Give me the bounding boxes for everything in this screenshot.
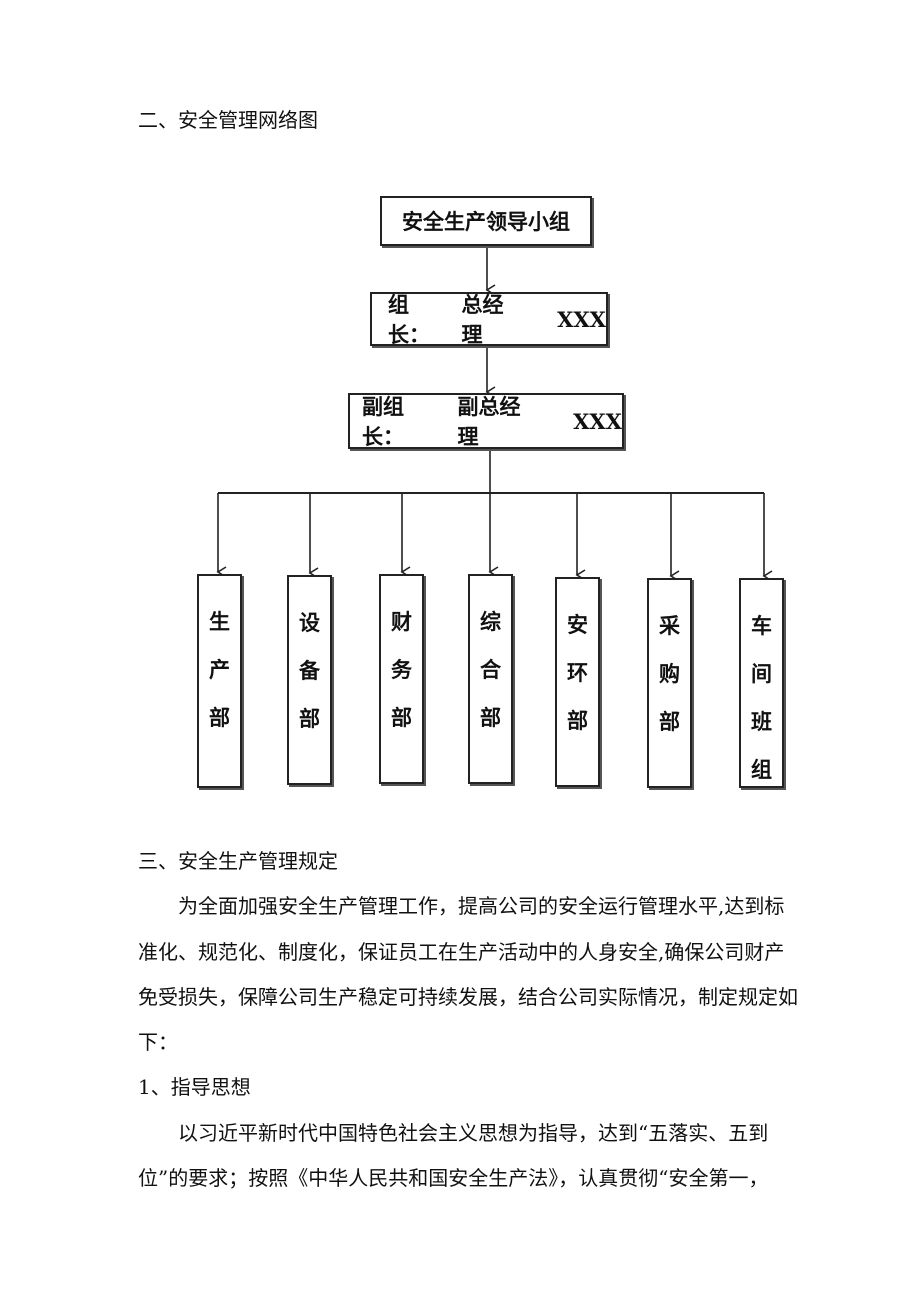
- department-box-1: 生产部: [197, 574, 242, 788]
- department-char: 合: [480, 658, 501, 682]
- department-box-6: 采购部: [647, 578, 692, 788]
- department-char: 购: [659, 662, 680, 686]
- department-char: 班: [751, 710, 772, 734]
- leader-name: XXX: [557, 306, 606, 332]
- paragraph2-line-2: 位”的要求；按照《中华人民共和国安全生产法》，认真贯彻“安全第一，: [138, 1166, 769, 1190]
- leader-label: 组长：: [388, 293, 430, 347]
- department-char: 间: [751, 662, 772, 686]
- department-box-3: 财务部: [379, 574, 424, 784]
- department-box-5: 安环部: [555, 577, 600, 787]
- paragraph1-line-2: 准化、规范化、制度化，保证员工在生产活动中的人身安全,确保公司财产: [138, 940, 785, 964]
- department-char: 部: [567, 709, 588, 733]
- department-char: 部: [659, 710, 680, 734]
- deputy-box: 副组长： 副总经理 XXX: [348, 393, 624, 449]
- paragraph1-line-4: 下：: [138, 1030, 178, 1054]
- department-char: 部: [480, 706, 501, 730]
- department-box-2: 设备部: [287, 575, 332, 785]
- department-char: 财: [391, 610, 412, 634]
- department-char: 产: [209, 658, 230, 682]
- leader-box: 组长： 总经理 XXX: [370, 292, 608, 347]
- department-char: 采: [659, 614, 680, 638]
- leadership-group-label: 安全生产领导小组: [402, 210, 570, 234]
- department-char: 环: [567, 661, 588, 685]
- section2-title: 二、安全管理网络图: [138, 108, 318, 132]
- department-char: 组: [751, 758, 772, 782]
- deputy-role: 副总经理: [457, 395, 521, 449]
- department-char: 综: [480, 610, 501, 634]
- department-char: 务: [391, 658, 412, 682]
- department-box-7: 车间班组: [739, 578, 784, 788]
- leader-role: 总经理: [461, 293, 504, 347]
- paragraph1-line-3: 免受损失，保障公司生产稳定可持续发展，结合公司实际情况，制定规定如: [138, 985, 798, 1009]
- paragraph2-line-1: 以习近平新时代中国特色社会主义思想为指导，达到“五落实、五到: [178, 1121, 769, 1145]
- department-char: 备: [299, 659, 320, 683]
- deputy-name: XXX: [573, 408, 622, 434]
- item1-title: 1、指导思想: [138, 1075, 251, 1099]
- department-char: 部: [299, 707, 320, 731]
- department-box-4: 综合部: [468, 574, 513, 784]
- leadership-group-box: 安全生产领导小组: [380, 196, 592, 246]
- department-char: 车: [751, 614, 772, 638]
- department-char: 部: [209, 706, 230, 730]
- department-arrows: [216, 493, 773, 582]
- department-char: 设: [299, 611, 320, 635]
- department-char: 部: [391, 706, 412, 730]
- section3-title: 三、安全生产管理规定: [138, 849, 338, 873]
- paragraph1-line-1: 为全面加强安全生产管理工作，提高公司的安全运行管理水平,达到标: [178, 894, 785, 918]
- department-char: 生: [209, 610, 230, 634]
- department-char: 安: [567, 613, 588, 637]
- deputy-label: 副组长：: [362, 395, 404, 449]
